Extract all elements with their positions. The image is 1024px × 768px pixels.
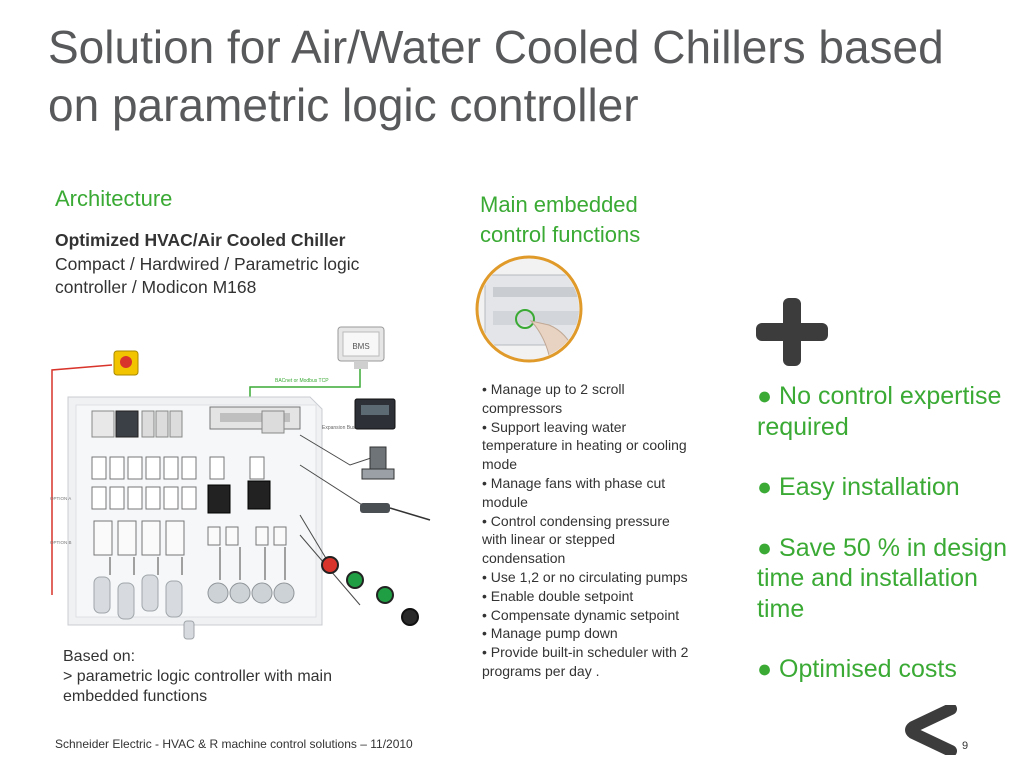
pushbutton-icons (321, 556, 419, 626)
based-on-label: Based on: (63, 648, 136, 665)
list-item: • Manage fans with phase cut module (482, 474, 666, 510)
benefit-item: ● No control expertise required (757, 382, 1002, 441)
contactor-row (93, 520, 287, 556)
architecture-subtitle: Optimized HVAC/Air Cooled Chiller (55, 230, 346, 250)
chevron-left-icon (905, 705, 957, 755)
plus-icon (756, 298, 828, 366)
list-item: • Manage pump down (482, 625, 618, 642)
bms-monitor-icon: BMS (337, 326, 385, 369)
list-item: • Enable double setpoint (482, 587, 634, 604)
benefit-item: ● Save 50 % in design time and installat… (757, 533, 1007, 623)
benefit-item: ● Optimised costs (757, 655, 957, 683)
display-icon (354, 398, 396, 430)
breaker-row (91, 456, 265, 510)
architecture-diagram: BMS BACnet or Modbus TCP Expansion Bus (50, 326, 431, 640)
bus-label: BACnet or Modbus TCP (275, 378, 329, 384)
architecture-description: Compact / Hardwired / Parametric logic c… (55, 254, 360, 297)
footer-text: Schneider Electric - HVAC & R machine co… (55, 737, 413, 751)
architecture-heading: Architecture (55, 186, 173, 211)
benefits-list: ● No control expertise required ● Easy i… (757, 381, 1017, 715)
option-a-label: OPTION A (50, 496, 71, 501)
expansion-label: Expansion Bus (322, 425, 356, 431)
fan-drive-modules (207, 480, 271, 514)
page-number: 9 (962, 740, 969, 752)
controller-module (91, 406, 301, 438)
controller-device-image (475, 255, 583, 363)
emergency-stop-icon (113, 350, 139, 376)
benefit-item: ● Easy installation (757, 473, 960, 501)
list-item: • Support leaving water temperature in h… (482, 418, 687, 473)
functions-heading: Main embedded control functions (480, 192, 641, 247)
option-b-label: OPTION B (50, 540, 72, 545)
list-item: • Manage up to 2 scroll compressors (482, 381, 625, 416)
list-item: • Compensate dynamic setpoint (482, 606, 680, 623)
fan-icons (207, 582, 295, 604)
bms-label: BMS (352, 342, 369, 351)
list-item: • Use 1,2 or no circulating pumps (482, 568, 688, 585)
slide-title: Solution for Air/Water Cooled Chillers b… (48, 21, 944, 131)
list-item: • Control condensing pressure with linea… (482, 512, 670, 567)
based-on-text: > parametric logic controller with main … (63, 668, 332, 705)
valve-icon (361, 446, 395, 480)
list-item: • Provide built-in scheduler with 2 prog… (482, 644, 689, 679)
sensor-icon (360, 503, 431, 521)
compressor-icons (93, 574, 195, 640)
based-on-note: Based on: > parametric logic controller … (63, 647, 383, 707)
functions-list: • Manage up to 2 scroll compressors • Su… (482, 380, 697, 681)
